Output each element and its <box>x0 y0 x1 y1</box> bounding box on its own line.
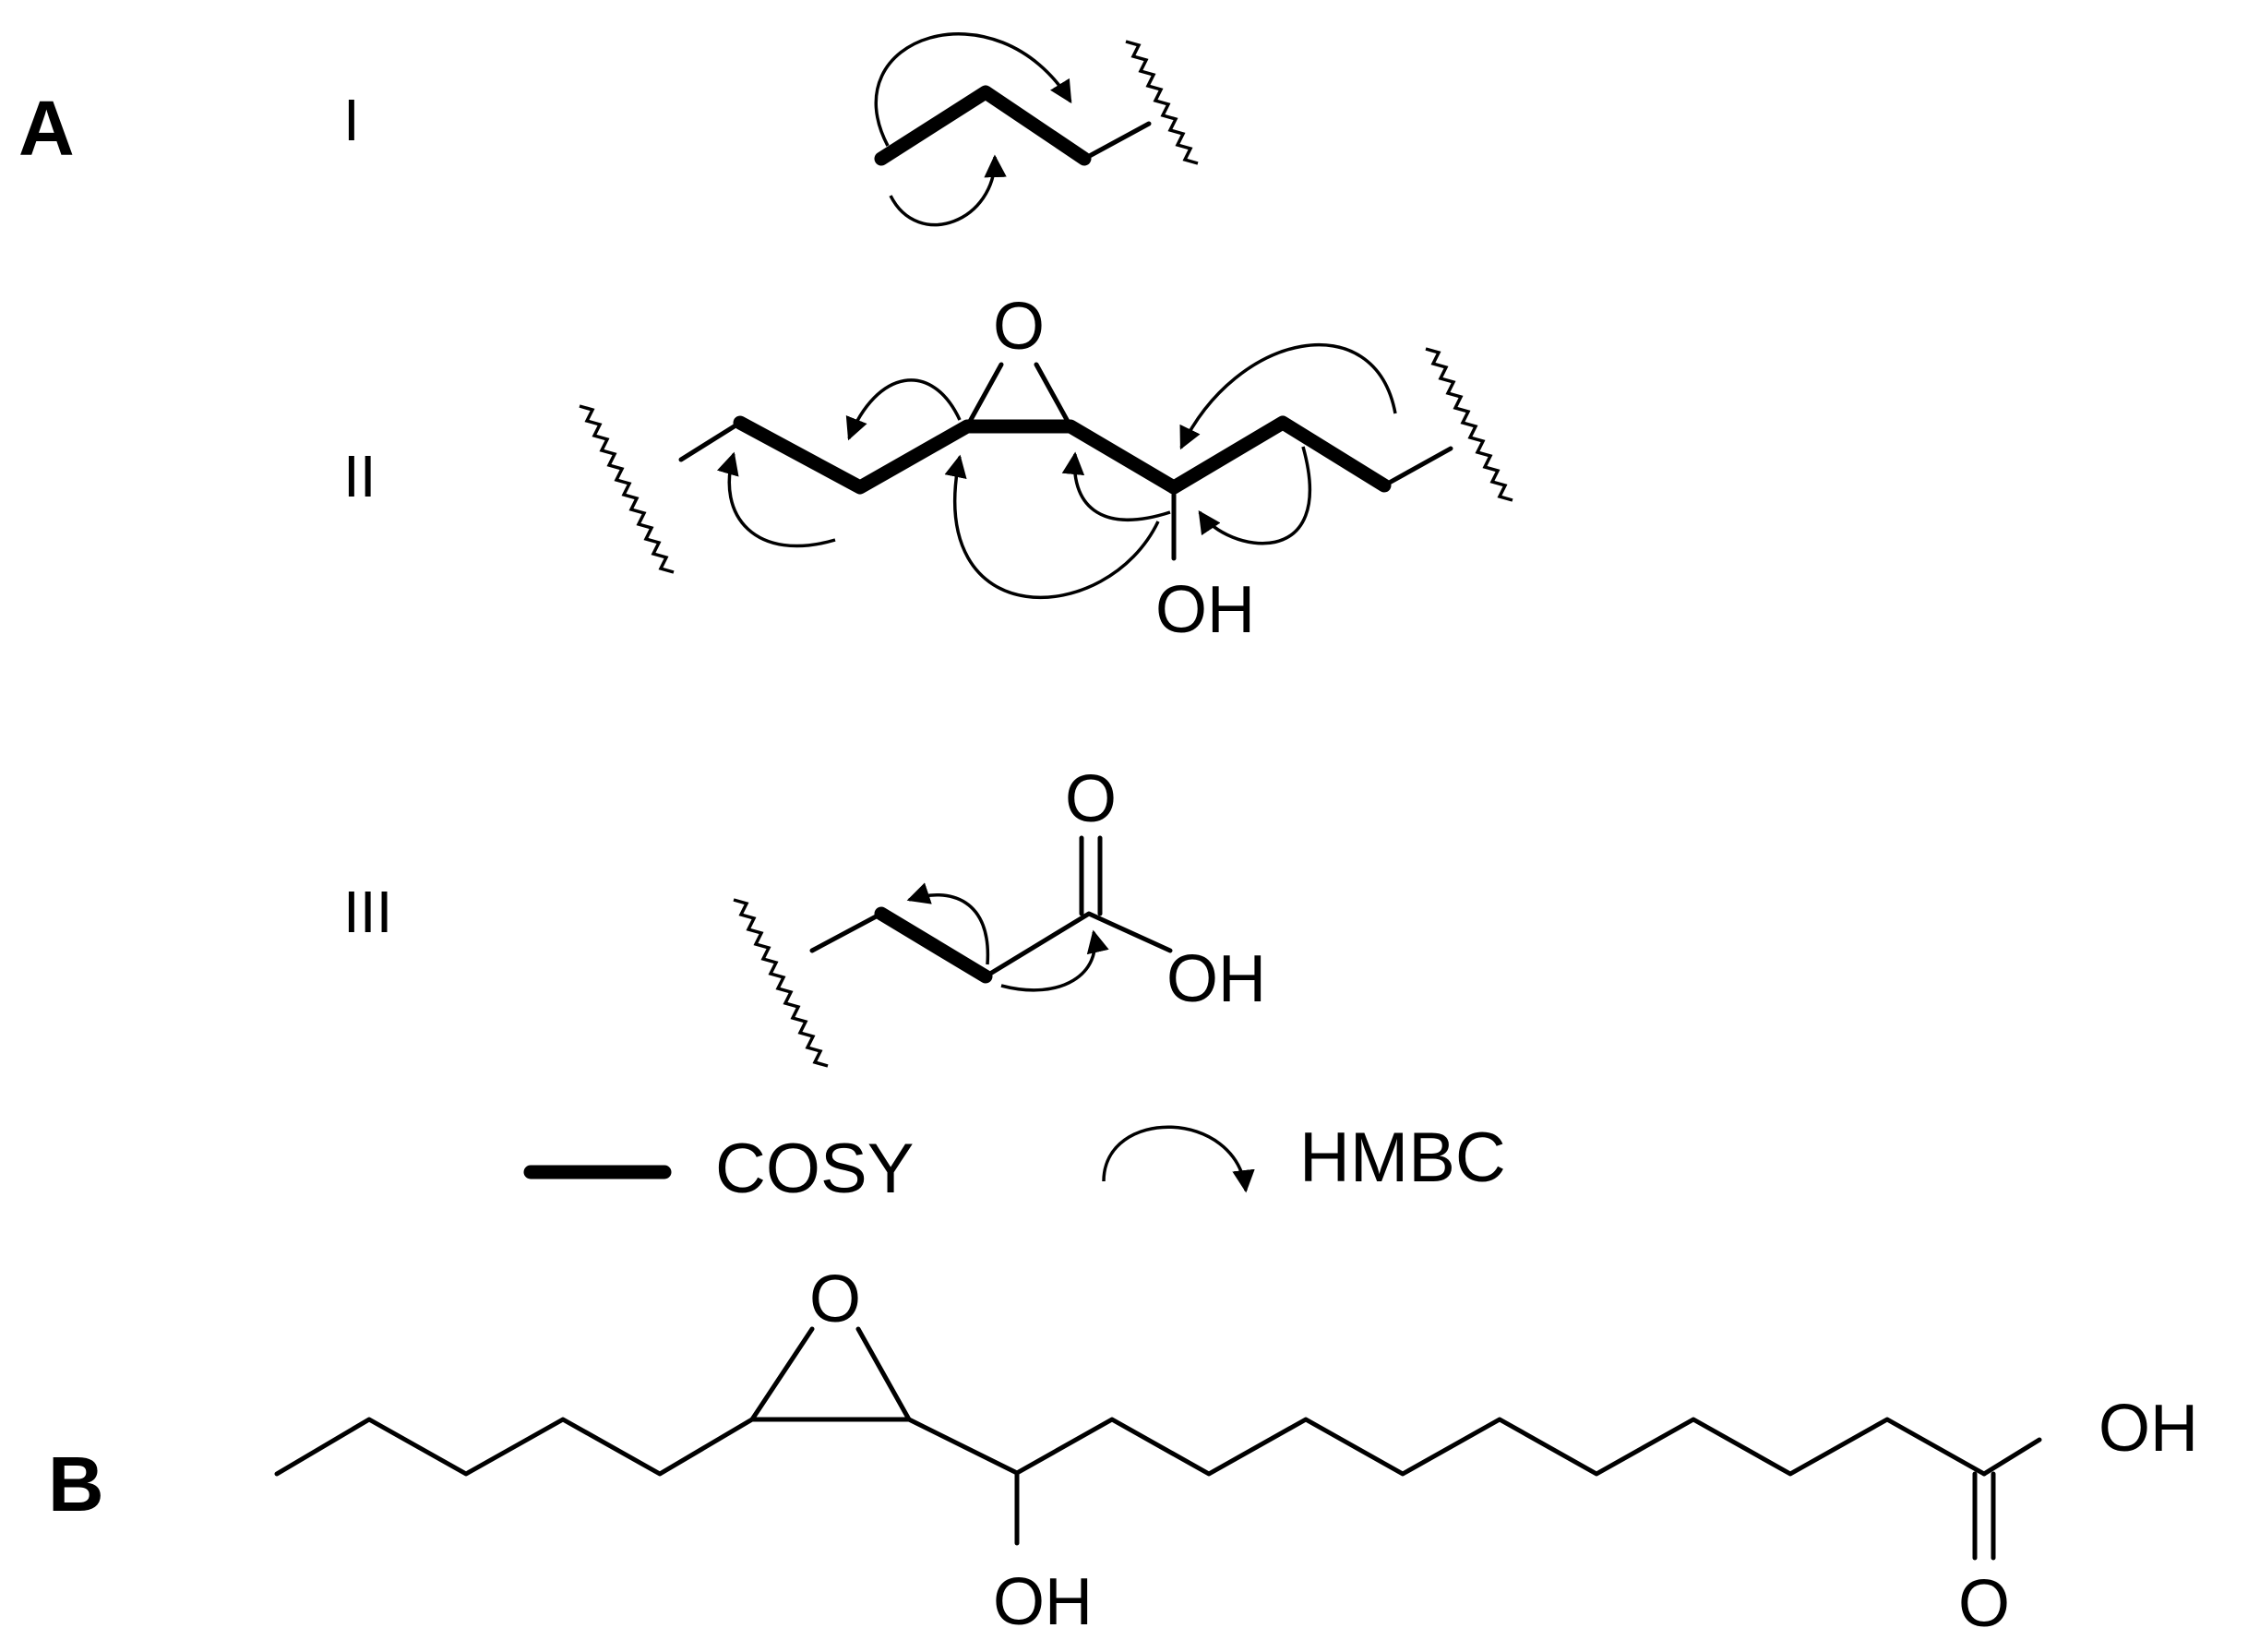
fragment-i: I <box>343 32 1199 227</box>
wavy-bond-i <box>1125 40 1199 165</box>
wavy-bond-iii <box>733 898 829 1068</box>
structure-b-alkyl-left <box>274 1417 755 1477</box>
carbonyl-double-bond-iii <box>1079 835 1103 916</box>
structure-b-carboxyl-bond <box>1981 1437 2042 1477</box>
hmbc-arrow-i-top <box>874 32 1072 147</box>
hmbc-arrow-iii-bottom <box>1000 929 1109 992</box>
bond-ii-right <box>1381 446 1453 488</box>
hmbc-arrow-iii-top <box>906 882 990 965</box>
bond-iii-carboxyl <box>983 911 1173 979</box>
panel-label-b: B <box>48 1441 104 1527</box>
legend: COSY HMBC <box>523 1119 1506 1208</box>
structure-b-epoxide-ring <box>749 1326 912 1422</box>
cosy-bond-i <box>874 85 1092 166</box>
hydroxyl-ii: OH <box>1155 573 1255 647</box>
hydroxyl-iii: OH <box>1166 942 1266 1016</box>
hmbc-arrow-ii-1 <box>717 451 836 548</box>
legend-hmbc-label: HMBC <box>1299 1119 1506 1197</box>
structure-b-carbonyl-double-bond <box>1972 1471 1996 1561</box>
structure-b: O OH OH O <box>274 1263 2198 1641</box>
hmbc-arrow-ii-6 <box>1198 446 1311 545</box>
structure-b-carbonyl-oxygen: O <box>1958 1567 2010 1641</box>
bond-i <box>1082 121 1152 162</box>
panel-label-a: A <box>18 85 75 172</box>
epoxide-oxygen-ii: O <box>993 290 1045 364</box>
legend-cosy-label: COSY <box>715 1130 914 1208</box>
structure-b-acid-oh: OH <box>2099 1392 2198 1466</box>
bond-iii-left <box>809 911 884 953</box>
bond-ii-left <box>678 420 743 462</box>
fragment-label-ii: II <box>343 443 377 509</box>
epoxide-ring-ii <box>964 362 1073 429</box>
cosy-bond-iii <box>874 906 993 984</box>
cosy-bond-ii-right <box>1166 415 1392 495</box>
fragment-label-iii: III <box>343 879 392 945</box>
hmbc-arrow-ii-3 <box>944 454 1160 599</box>
structure-b-hydroxyl: OH <box>993 1565 1093 1639</box>
hmbc-arrow-i-bottom <box>889 154 1007 227</box>
hmbc-arrow-ii-2 <box>845 378 962 441</box>
fragment-iii: III O OH <box>343 762 1266 1068</box>
wavy-bond-ii-right <box>1425 347 1513 502</box>
hmbc-arrow-ii-4 <box>1061 451 1171 521</box>
fragment-label-i: I <box>343 87 360 153</box>
legend-hmbc-arrow <box>1102 1125 1255 1193</box>
hmbc-arrow-ii-5 <box>1179 342 1397 450</box>
carbonyl-oxygen-iii: O <box>1065 762 1117 836</box>
fragment-ii: II O OH <box>343 290 1513 647</box>
wavy-bond-ii-left <box>579 404 675 574</box>
structure-b-epoxide-oxygen: O <box>809 1263 861 1336</box>
structure-b-alkyl-right <box>906 1417 1987 1477</box>
